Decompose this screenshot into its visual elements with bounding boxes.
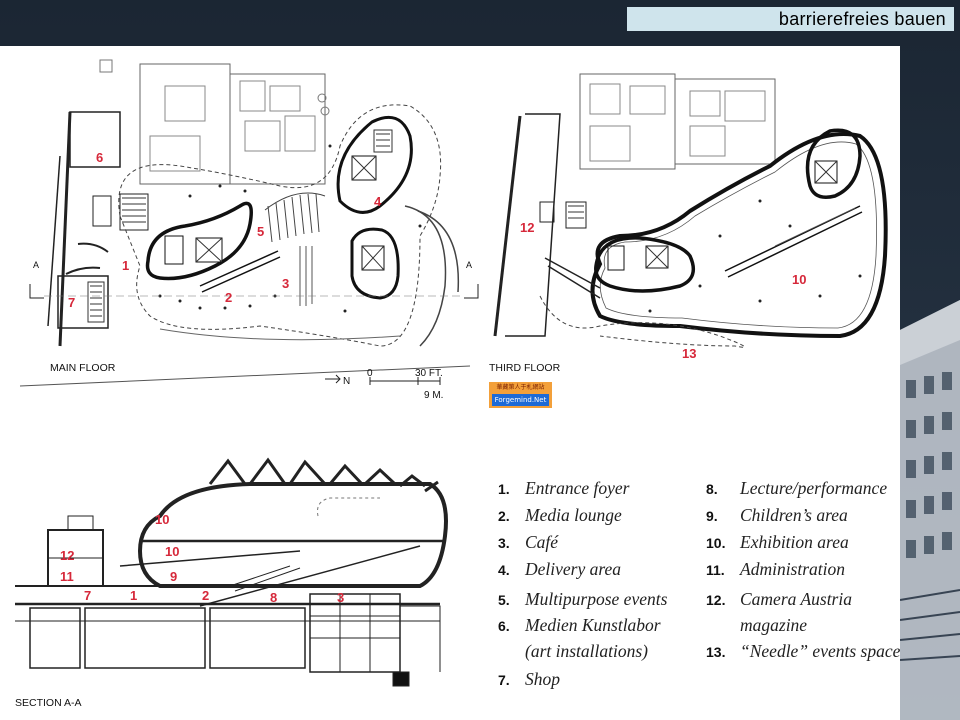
section-room-1: 1 — [130, 588, 137, 603]
third-room-10: 10 — [792, 272, 806, 287]
scale-meters: 9 M. — [424, 390, 443, 401]
legend-item-8: 8. Lecture/performance — [706, 478, 887, 499]
section-mark-a-left: A — [33, 260, 39, 270]
legend-text: Café — [525, 532, 559, 552]
section-room-7: 7 — [84, 588, 91, 603]
legend-text: Multipurpose events — [525, 589, 668, 609]
architectural-drawings: A A 1 2 3 4 5 6 7 MAIN FLOOR N 0 30 FT. … — [15, 59, 888, 709]
section-room-8: 8 — [270, 590, 277, 605]
room-legend: 1. Entrance foyer 2. Media lounge 3. Caf… — [498, 478, 900, 718]
legend-item-6-continued: (art installations) — [498, 641, 648, 662]
legend-item-5: 5. Multipurpose events — [498, 589, 667, 610]
legend-num: 1. — [498, 481, 510, 497]
legend-text: magazine — [740, 615, 808, 635]
main-room-3: 3 — [282, 276, 289, 291]
legend-item-6: 6. Medien Kunstlabor — [498, 615, 661, 636]
main-floor-labels: A A 1 2 3 4 5 6 7 MAIN FLOOR N 0 30 FT. … — [33, 150, 472, 401]
legend-num: 13. — [706, 644, 726, 660]
legend-num: 10. — [706, 535, 726, 551]
section-room-11: 11 — [60, 569, 74, 584]
legend-num: 3. — [498, 535, 510, 551]
third-floor-plan — [493, 73, 888, 348]
section-room-12: 12 — [60, 548, 74, 563]
legend-num: 9. — [706, 508, 718, 524]
legend-text: Media lounge — [525, 505, 622, 525]
legend-num: 6. — [498, 618, 510, 634]
legend-num: 12. — [706, 592, 726, 608]
main-floor-plan — [19, 59, 479, 387]
legend-text: Exhibition area — [740, 532, 849, 552]
drawing-sheet: A A 1 2 3 4 5 6 7 MAIN FLOOR N 0 30 FT. … — [0, 46, 900, 720]
legend-item-13: 13. “Needle” events space — [706, 641, 900, 662]
section-labels: 10 10 12 11 9 7 1 2 8 3 SECTION A-A — [15, 512, 344, 709]
main-room-5: 5 — [257, 224, 264, 239]
section-room-2: 2 — [202, 588, 209, 603]
header-title: barrierefreies bauen — [778, 8, 946, 29]
legend-item-3: 3. Café — [498, 532, 558, 553]
forgemind-watermark: 華藏第人于札網站 Forgemind.Net — [489, 382, 552, 408]
legend-text: Medien Kunstlabor — [525, 615, 661, 635]
section-drawing — [15, 457, 448, 687]
watermark-line-2: Forgemind.Net — [492, 394, 549, 406]
legend-text: Administration — [740, 559, 846, 579]
legend-text: Camera Austria — [740, 589, 852, 609]
third-room-12: 12 — [520, 220, 534, 235]
main-room-6: 6 — [96, 150, 103, 165]
section-room-10-upper: 10 — [155, 512, 169, 527]
section-title: SECTION A-A — [15, 697, 82, 709]
legend-text: Delivery area — [525, 559, 622, 579]
legend-num: 8. — [706, 481, 718, 497]
header-bar: barrierefreies bauen — [627, 7, 954, 31]
legend-text: Entrance foyer — [525, 478, 630, 498]
section-mark-a-right: A — [466, 260, 472, 270]
legend-text: “Needle” events space — [740, 641, 900, 661]
legend-text: Lecture/performance — [740, 478, 888, 498]
legend-item-12: 12. Camera Austria — [706, 589, 852, 610]
legend-num: 4. — [498, 562, 510, 578]
legend-item-7: 7. Shop — [498, 669, 560, 690]
legend-num: 2. — [498, 508, 510, 524]
section-room-9: 9 — [170, 569, 177, 584]
legend-text: Shop — [525, 669, 560, 689]
legend-num: 7. — [498, 672, 510, 688]
legend-item-1: 1. Entrance foyer — [498, 478, 629, 499]
section-room-10-lower: 10 — [165, 544, 179, 559]
scale-feet: 30 FT. — [415, 368, 443, 379]
section-room-3: 3 — [337, 590, 344, 605]
legend-item-11: 11. Administration — [706, 559, 845, 580]
scale-zero: 0 — [367, 368, 373, 379]
main-room-1: 1 — [122, 258, 129, 273]
legend-item-12-continued: magazine — [706, 615, 807, 636]
legend-item-10: 10. Exhibition area — [706, 532, 849, 553]
watermark-line-1: 華藏第人于札網站 — [496, 384, 545, 391]
legend-item-4: 4. Delivery area — [498, 559, 621, 580]
main-room-7: 7 — [68, 295, 75, 310]
north-arrow-label: N — [343, 376, 350, 387]
main-room-4: 4 — [374, 194, 382, 209]
legend-item-2: 2. Media lounge — [498, 505, 622, 526]
third-floor-title: THIRD FLOOR — [489, 362, 561, 374]
third-floor-labels: 10 12 13 THIRD FLOOR — [489, 220, 806, 374]
legend-item-9: 9. Children’s area — [706, 505, 848, 526]
legend-text: Children’s area — [740, 505, 848, 525]
main-floor-title: MAIN FLOOR — [50, 362, 116, 374]
legend-num: 5. — [498, 592, 510, 608]
third-room-13: 13 — [682, 346, 696, 361]
legend-text: (art installations) — [525, 641, 648, 661]
legend-num: 11. — [706, 562, 725, 578]
main-room-2: 2 — [225, 290, 232, 305]
building-facade — [899, 300, 960, 720]
